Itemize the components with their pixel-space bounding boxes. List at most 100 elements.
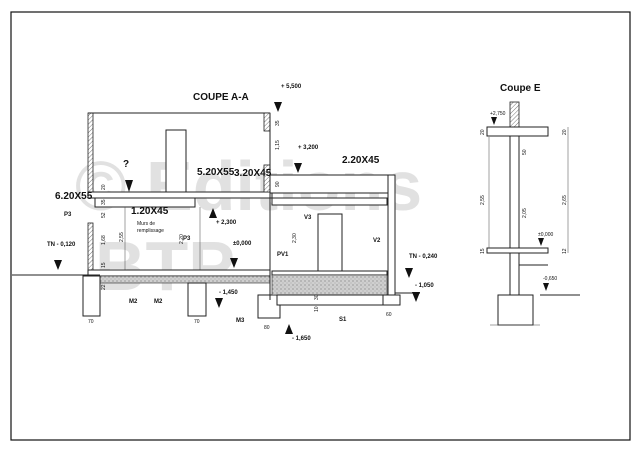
chimney — [165, 129, 187, 193]
level-marker-icon — [294, 163, 302, 173]
dim-255-e: 2,55 — [480, 195, 486, 205]
level-0000: ±0,000 — [233, 241, 252, 247]
left-wall-upper — [87, 112, 94, 194]
dim-255: 2,55 — [119, 232, 125, 242]
beam-label-3: 3.20X45 — [234, 168, 272, 179]
dim-90: 90 — [275, 181, 281, 187]
level-marker-icon — [274, 102, 282, 112]
label-v3: V3 — [304, 215, 312, 221]
dim-15: 15 — [101, 262, 107, 268]
coupe-e-column — [509, 135, 520, 296]
dim-265: 2,65 — [562, 195, 568, 205]
level-marker-icon — [230, 258, 238, 268]
label-s1: S1 — [339, 317, 347, 323]
level-marker-icon — [285, 324, 293, 334]
level-minus-1450: - 1,450 — [219, 290, 238, 296]
slab-left — [87, 191, 273, 199]
coupe-e: Coupe E +2,750 ±0,000 -0,650 20 20 50 2,… — [480, 83, 580, 326]
wall-v2 — [387, 174, 396, 296]
dim-35: 35 — [101, 199, 107, 205]
coupe-e-level-bottom: -0,650 — [543, 276, 557, 282]
door-opening — [317, 213, 343, 272]
dim-50: 50 — [522, 149, 528, 155]
parapet-wall — [263, 112, 271, 132]
level-tn-left: TN - 0,120 — [47, 242, 76, 248]
dim-220: 2,20 — [179, 234, 185, 244]
level-marker-icon — [491, 117, 497, 125]
coupe-e-wall-above — [509, 101, 520, 128]
coupe-e-top-slab — [486, 126, 549, 137]
dim-22: 22 — [101, 284, 107, 290]
level-marker-icon — [54, 260, 62, 270]
label-v2: V2 — [373, 238, 381, 244]
left-wall-lower — [87, 222, 94, 271]
level-marker-icon — [543, 283, 549, 291]
dim-70-mid: 70 — [194, 319, 200, 325]
label-murs: Murs de — [137, 221, 155, 227]
beam-label-2: 2.20X45 — [342, 155, 380, 166]
beam-2 — [271, 197, 388, 206]
roof-slab-right — [269, 174, 396, 194]
coupe-e-title: Coupe E — [500, 83, 541, 94]
level-minus-1050: - 1,050 — [415, 283, 434, 289]
coupe-aa-title: COUPE A-A — [193, 92, 249, 103]
ground-slab-left — [87, 269, 271, 277]
dim-70-left: 70 — [88, 319, 94, 325]
dim-35-top: 35 — [275, 120, 281, 126]
dim-115: 1,15 — [275, 140, 281, 150]
question-mark: ? — [123, 159, 129, 170]
label-m3: M3 — [236, 318, 245, 324]
level-3200: + 3,200 — [298, 145, 319, 151]
dim-20-left: 20 — [480, 129, 486, 135]
foundation-s1 — [276, 294, 400, 306]
coupe-e-footing — [497, 294, 534, 326]
level-marker-icon — [209, 208, 217, 218]
coupe-e-level-zero: ±0,000 — [538, 232, 553, 238]
label-p3-mid: P3 — [183, 236, 191, 242]
dim-20: 20 — [101, 184, 107, 190]
dim-168: 1,68 — [101, 235, 107, 245]
dim-80: 80 — [264, 325, 270, 331]
dim-10: 10 — [314, 306, 320, 312]
beam-1 — [94, 197, 196, 208]
footing-m3 — [257, 294, 281, 319]
level-marker-icon — [125, 180, 133, 192]
sheet-frame — [10, 11, 631, 441]
coupe-aa: COUPE A-A 6.20X55 5.20X55 3.20X45 — [12, 84, 438, 342]
watermark-text-2: BTP — [95, 227, 235, 305]
level-top: + 5,500 — [281, 84, 302, 90]
dim-30: 30 — [314, 294, 320, 300]
label-p3-left: P3 — [64, 212, 72, 218]
dim-205: 2,05 — [522, 208, 528, 218]
footing-right — [382, 294, 401, 306]
level-minus-1650: - 1,650 — [292, 336, 311, 342]
level-marker-icon — [538, 238, 544, 246]
label-m2-left: M2 — [129, 299, 138, 305]
dim-60: 60 — [386, 312, 392, 318]
level-marker-icon — [405, 268, 413, 278]
label-pv1: PV1 — [277, 252, 289, 258]
footing-m2-left — [82, 275, 101, 317]
label-m2-mid: M2 — [154, 299, 163, 305]
gravel-fill-left — [99, 275, 271, 284]
level-marker-icon — [412, 292, 420, 302]
level-marker-icon — [215, 298, 223, 308]
dim-52: 52 — [101, 212, 107, 218]
level-2300: + 2,300 — [216, 220, 237, 226]
beam-label-5: 5.20X55 — [197, 167, 235, 178]
beam-label-1: 1.20X45 — [131, 206, 169, 217]
dimensions-aa: 20 35 52 1,68 15 2,55 2,20 22 70 70 80 6… — [88, 120, 392, 331]
coupe-e-level-top: +2,750 — [490, 111, 506, 117]
label-remplissage: remplissage — [137, 228, 164, 234]
level-tn-right: TN - 0,240 — [409, 254, 438, 260]
dim-230: 2,30 — [292, 233, 298, 243]
beam-label-6: 6.20X55 — [55, 191, 93, 202]
dim-20-right: 20 — [562, 129, 568, 135]
ground-slab-right — [271, 270, 388, 276]
gravel-fill-right — [271, 274, 388, 296]
dim-12: 12 — [562, 248, 568, 254]
footing-m2-mid — [187, 282, 207, 317]
dim-15-e: 15 — [480, 248, 486, 254]
